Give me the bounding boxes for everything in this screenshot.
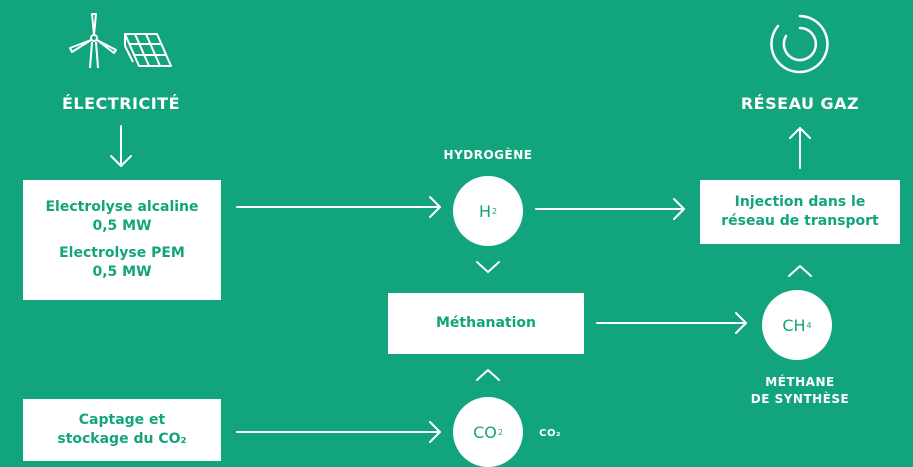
chevron-h2-down: [476, 261, 500, 273]
methane-label-line1: MÉTHANE: [765, 375, 835, 389]
wind-turbine-icon: [69, 13, 117, 69]
methane-label-line2: DE SYNTHÈSE: [750, 392, 850, 406]
methanation-box: Méthanation: [388, 293, 584, 354]
injection-box: Injection dans le réseau de transport: [700, 180, 900, 244]
co2-capture-box: Captage et stockage du CO₂: [23, 399, 221, 461]
injection-line2: réseau de transport: [721, 213, 879, 229]
electrolysis-box: Electrolyse alcaline 0,5 MW Electrolyse …: [23, 180, 221, 300]
ch4-subscript: 4: [806, 320, 812, 330]
co2-symbol: CO: [473, 422, 497, 442]
co2-subscript: 2: [497, 427, 503, 437]
alkaline-electrolysis-power: 0,5 MW: [92, 218, 152, 234]
methane-label: MÉTHANE DE SYNTHÈSE: [720, 374, 880, 408]
chevron-ch4-up: [788, 265, 812, 277]
hydrogen-label: HYDROGÈNE: [443, 148, 533, 162]
ch4-symbol: CH: [782, 315, 806, 335]
gas-network-label: RÉSEAU GAZ: [740, 94, 860, 113]
chevron-co2-up: [476, 369, 500, 381]
solar-panel-icon: [124, 33, 172, 67]
gas-network-icon: [770, 14, 829, 74]
co2-small-label: CO₂: [539, 428, 561, 439]
alkaline-electrolysis-name: Electrolyse alcaline: [45, 199, 199, 215]
pem-electrolysis-name: Electrolyse PEM: [59, 245, 185, 261]
pem-electrolysis-power: 0,5 MW: [92, 264, 152, 280]
electricity-label: ÉLECTRICITÉ: [61, 94, 181, 113]
h2-subscript: 2: [491, 206, 498, 216]
co2-capture-line2: stockage du CO₂: [57, 431, 187, 447]
co2-capture-line1: Captage et: [78, 412, 166, 428]
h2-symbol: H: [478, 201, 491, 221]
injection-line1: Injection dans le: [734, 194, 866, 210]
